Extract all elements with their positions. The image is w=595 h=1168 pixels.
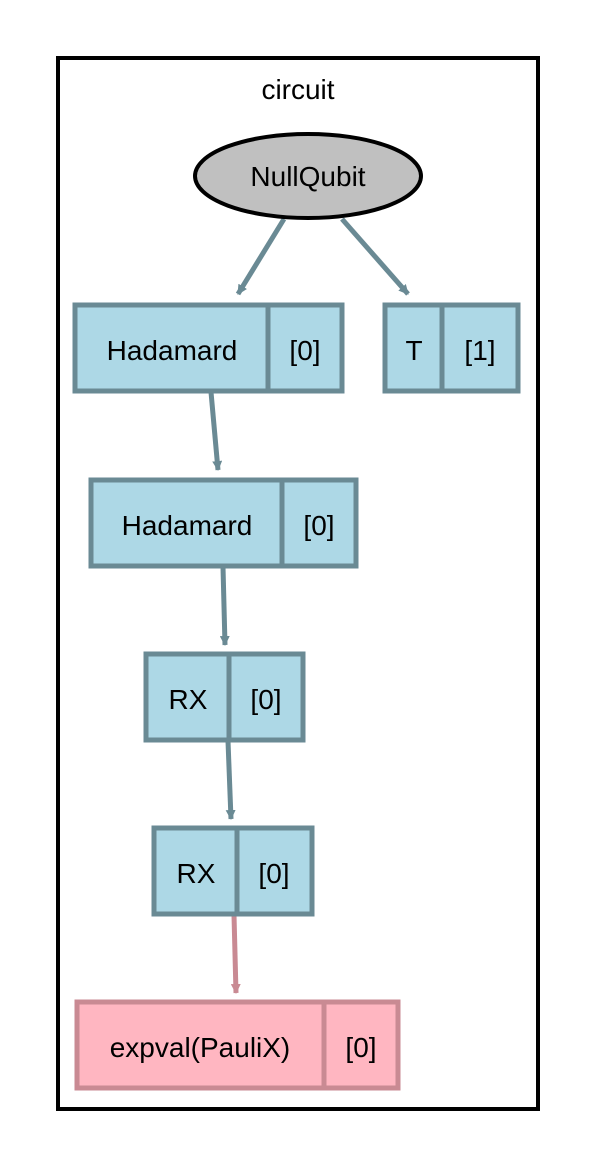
cluster-circuit: circuit — [56, 56, 540, 1111]
gate-wires-label: [0] — [250, 684, 281, 715]
edge-hadamard-2-to-rx-1 — [219, 566, 230, 646]
gate-node-rx-1[interactable]: RX [0] — [143, 651, 306, 743]
gate-node-hadamard-2[interactable]: Hadamard [0] — [88, 477, 359, 569]
edge-rx-1-to-rx-2 — [225, 740, 236, 820]
device-label: NullQubit — [250, 161, 365, 192]
gate-op-label: RX — [169, 684, 208, 715]
edge-device-to-hadamard-1 — [235, 217, 287, 296]
gate-op-label: T — [405, 335, 422, 366]
edges — [208, 217, 410, 994]
measurement-wires-label: [0] — [345, 1032, 376, 1063]
gate-node-t[interactable]: T [1] — [382, 302, 521, 394]
measurement-node-expval[interactable]: expval(PauliX) [0] — [74, 999, 401, 1091]
gate-op-label: RX — [177, 858, 216, 889]
edge-rx-2-to-expval — [230, 914, 241, 994]
device-node[interactable]: NullQubit — [193, 132, 423, 220]
gate-wires-label: [0] — [258, 858, 289, 889]
edge-hadamard-1-to-hadamard-2 — [208, 391, 223, 471]
measurement-op-label: expval(PauliX) — [110, 1032, 291, 1063]
gate-node-rx-2[interactable]: RX [0] — [151, 825, 315, 917]
gate-wires-label: [1] — [464, 335, 495, 366]
gate-op-label: Hadamard — [107, 335, 238, 366]
gate-wires-label: [0] — [303, 510, 334, 541]
gate-op-label: Hadamard — [122, 510, 253, 541]
gate-wires-label: [0] — [289, 335, 320, 366]
edge-device-to-t-gate — [340, 217, 410, 296]
gate-node-hadamard-1[interactable]: Hadamard [0] — [72, 302, 345, 394]
cluster-label: circuit — [261, 74, 334, 105]
